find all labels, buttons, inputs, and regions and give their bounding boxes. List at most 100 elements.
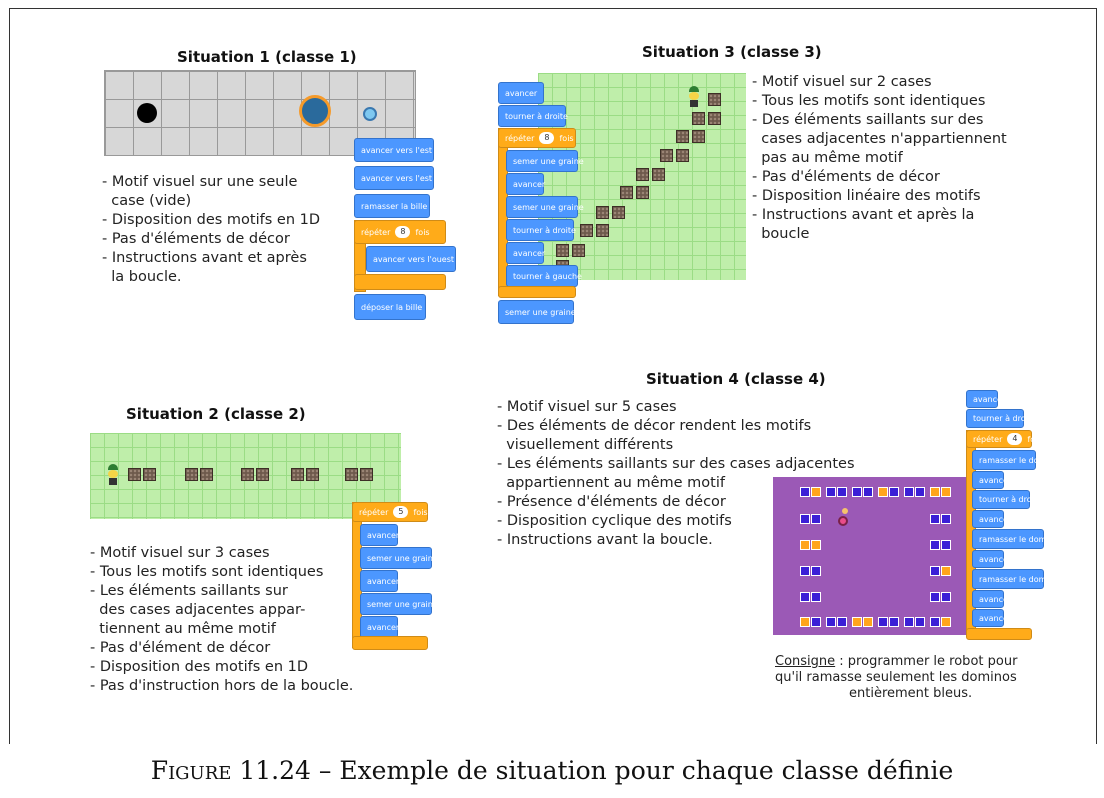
seed-tile — [256, 468, 269, 481]
black-ball-icon — [137, 103, 157, 123]
domino — [878, 487, 899, 497]
block-avancer[interactable]: avancer — [972, 510, 1011, 528]
seed-tile — [185, 468, 198, 481]
domino — [826, 487, 847, 497]
block-semer-graine[interactable]: semer une graine — [498, 300, 576, 324]
block-avancer[interactable]: avancer — [360, 616, 399, 638]
seed-tile — [692, 130, 705, 143]
seed-tile — [676, 149, 689, 162]
domino — [800, 617, 821, 627]
block-avancer[interactable]: avancer — [360, 524, 399, 546]
situation1-title: Situation 1 (classe 1) — [177, 48, 357, 66]
domino — [852, 487, 873, 497]
domino — [930, 566, 951, 576]
situation1-bullets: - Motif visuel sur une seule case (vide)… — [102, 174, 321, 285]
seed-tile — [652, 168, 665, 181]
domino — [852, 617, 873, 627]
block-tourner-droite[interactable]: tourner à droite — [506, 219, 576, 241]
seed-tile — [708, 112, 721, 125]
block-avancer[interactable]: avancer — [506, 242, 545, 264]
block-ramasser-domino[interactable]: ramasser le domino — [972, 529, 1059, 549]
block-semer-graine[interactable]: semer une graine — [506, 150, 584, 172]
block-avancer[interactable]: avancer — [972, 609, 1011, 627]
situation2-bullets: - Motif visuel sur 3 cases - Tous les mo… — [90, 545, 354, 694]
seed-tile — [345, 468, 358, 481]
block-avancer[interactable]: avancer — [972, 590, 1011, 608]
domino — [878, 617, 899, 627]
gardener-robot-icon — [688, 86, 700, 108]
situation4-board — [773, 477, 966, 635]
block-ramasser-domino[interactable]: ramasser le domino — [972, 569, 1059, 589]
situation1-board — [104, 70, 416, 156]
block-deposer-bille[interactable]: déposer la bille — [354, 294, 426, 320]
block-avancer[interactable]: avancer — [360, 570, 399, 592]
block-avancer[interactable]: avancer — [506, 173, 545, 195]
loop-end — [498, 286, 576, 298]
domino — [800, 566, 821, 576]
block-tourner-gauche[interactable]: tourner à gauche — [506, 265, 582, 287]
block-ramasser-domino[interactable]: ramasser le domino — [972, 450, 1059, 470]
seed-tile — [572, 244, 585, 257]
situation4-title: Situation 4 (classe 4) — [646, 370, 826, 388]
seed-tile — [200, 468, 213, 481]
loop-end — [352, 636, 428, 650]
seed-tile — [676, 130, 689, 143]
seed-tile — [128, 468, 141, 481]
domino — [930, 592, 951, 602]
domino — [800, 514, 821, 524]
block-tourner-droite[interactable]: tourner à droite — [966, 409, 1036, 428]
robot-icon — [836, 508, 850, 532]
seed-tile — [360, 468, 373, 481]
block-semer-graine[interactable]: semer une graine — [506, 196, 584, 218]
block-semer-graine[interactable]: semer une graine — [360, 593, 438, 615]
situation3-title: Situation 3 (classe 3) — [642, 43, 822, 61]
seed-tile — [580, 224, 593, 237]
domino — [800, 540, 821, 550]
situation4-consigne: Consigne : programmer le robot pour qu'i… — [775, 654, 1018, 701]
seed-tile — [692, 112, 705, 125]
domino — [800, 592, 821, 602]
seed-tile — [620, 186, 633, 199]
seed-tile — [143, 468, 156, 481]
domino — [930, 487, 951, 497]
block-ramasser-bille[interactable]: ramasser la bille — [354, 194, 430, 218]
block-avancer-ouest[interactable]: avancer vers l'ouest — [366, 246, 456, 272]
seed-tile — [596, 206, 609, 219]
block-tourner-droite[interactable]: tourner à droite — [498, 105, 568, 127]
domino — [904, 487, 925, 497]
situation3-bullets: - Motif visuel sur 2 cases - Tous les mo… — [752, 74, 1007, 242]
seed-tile — [612, 206, 625, 219]
seed-tile — [660, 149, 673, 162]
block-avancer[interactable]: avancer — [972, 471, 1011, 489]
target-ball-icon — [363, 107, 377, 121]
domino — [904, 617, 925, 627]
domino — [930, 514, 951, 524]
block-avancer[interactable]: avancer — [972, 550, 1011, 568]
block-avancer[interactable]: avancer — [966, 390, 1005, 408]
seed-tile — [636, 186, 649, 199]
seed-tile — [708, 93, 721, 106]
seed-tile — [596, 224, 609, 237]
domino — [930, 617, 951, 627]
loop-end — [354, 274, 446, 290]
situation2-title: Situation 2 (classe 2) — [126, 405, 306, 423]
seed-tile — [306, 468, 319, 481]
seed-tile — [556, 244, 569, 257]
block-avancer[interactable]: avancer — [498, 82, 544, 104]
domino — [800, 487, 821, 497]
block-tourner-droite[interactable]: tourner à droite — [972, 490, 1042, 509]
block-avancer-est-2[interactable]: avancer vers l'est — [354, 166, 434, 190]
seed-tile — [241, 468, 254, 481]
gardener-robot-icon — [107, 464, 119, 486]
loop-end — [966, 628, 1032, 640]
domino — [826, 617, 847, 627]
figure-caption: Figure 11.24 – Exemple de situation pour… — [150, 756, 954, 785]
block-avancer-est-1[interactable]: avancer vers l'est — [354, 138, 434, 162]
block-semer-graine[interactable]: semer une graine — [360, 547, 438, 569]
seed-tile — [291, 468, 304, 481]
robot-icon — [299, 95, 331, 127]
